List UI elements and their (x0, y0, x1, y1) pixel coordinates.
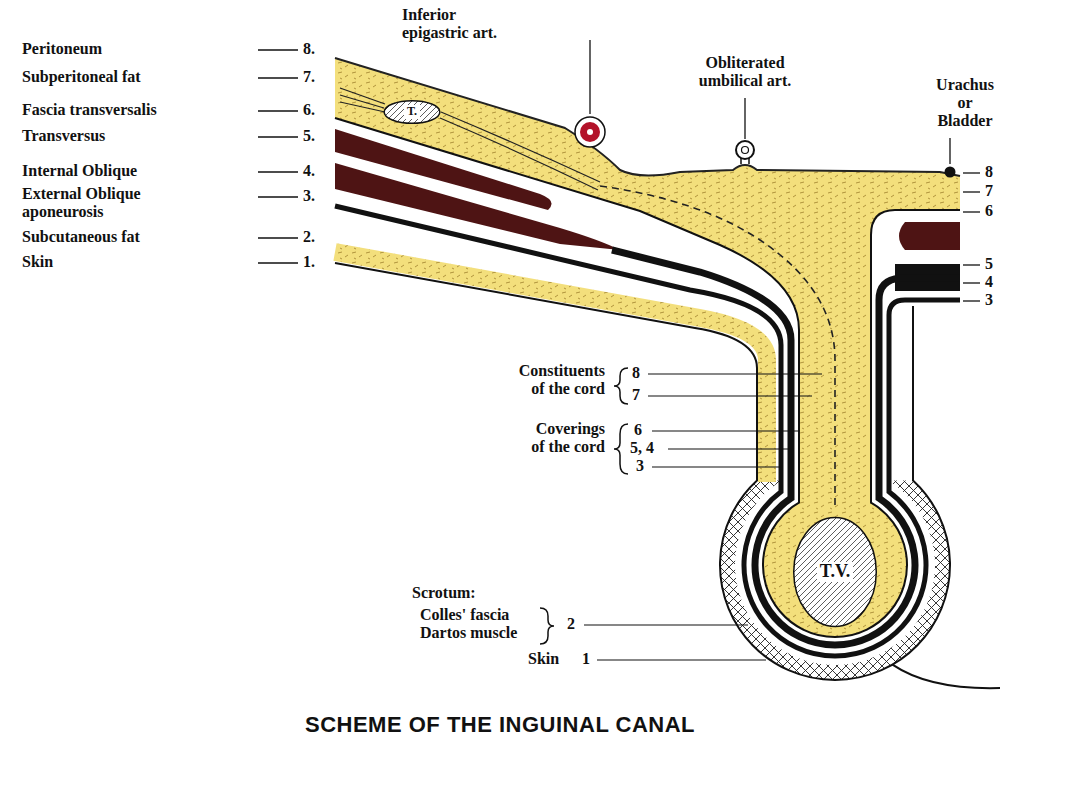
leader-line (744, 98, 745, 139)
leader-line (584, 374, 822, 660)
vessel-name: Inferior epigastric art. (402, 6, 507, 42)
callout-number: 6 (634, 421, 642, 439)
layer-name: Peritoneum (22, 40, 102, 58)
fascia-transversalis-line (335, 118, 960, 637)
callout-number: 6. (303, 101, 315, 119)
callout-number: 3 (636, 457, 644, 475)
group-label: Coverings of the cord (525, 420, 605, 456)
skin-line (893, 665, 1001, 689)
urachus (945, 167, 956, 178)
callout-number: 1. (303, 253, 315, 271)
layer-name: Subperitoneal fat (22, 68, 141, 86)
oval-shape (384, 101, 440, 124)
group-label: Scrotum: (412, 584, 476, 602)
oval-shape (794, 517, 877, 626)
group-label: Constituents of the cord (514, 362, 605, 398)
peritoneum-line (335, 58, 960, 176)
callout-number: 5. (303, 127, 315, 145)
callout-number: 1 (582, 650, 590, 668)
callout-number: 8 (632, 364, 640, 382)
callout-number: 8 (985, 163, 993, 181)
row-dashes (963, 173, 980, 301)
processus-vaginalis-line (600, 186, 835, 505)
epigastric-artery (580, 122, 600, 142)
callout-number: 5 (985, 255, 993, 273)
transversus-muscle (899, 222, 960, 250)
layer-name: Internal Oblique (22, 162, 137, 180)
brace (540, 608, 554, 644)
node-label: T.V. (817, 562, 853, 582)
callout-number: 7 (632, 386, 640, 404)
callout-number: 5, 4 (630, 439, 654, 457)
vessel-name: Obliterated umbilical art. (692, 54, 798, 90)
brace (614, 368, 628, 404)
epigastric-artery (587, 129, 593, 135)
layer-name: Transversus (22, 127, 105, 145)
callout-number: 3. (303, 187, 315, 205)
brace (614, 424, 628, 474)
layer-name: Dartos muscle (420, 624, 517, 642)
testicular-vessels (340, 88, 600, 190)
row-dashes (258, 50, 298, 263)
layer-name: Skin (528, 650, 559, 668)
subperitoneal-fat (335, 58, 960, 637)
leader-line (589, 40, 590, 114)
callout-number: 4 (985, 273, 993, 291)
layer-name: Fascia transversalis (22, 101, 157, 119)
layer-name: Colles' fascia (420, 606, 509, 624)
callout-number: 2 (567, 615, 575, 633)
callout-number: 3 (985, 291, 993, 309)
callout-number: 4. (303, 162, 315, 180)
umbilical-artery (736, 141, 754, 159)
tunica-vaginalis-oval: T.V. (792, 514, 878, 630)
structure-name: Urachus or Bladder (931, 76, 999, 130)
umbilical-artery (742, 147, 749, 154)
callout-number: 2. (303, 228, 315, 246)
layer-name: External Oblique aponeurosis (22, 185, 155, 221)
callout-number: 6 (985, 202, 993, 220)
subcutaneous-fat-band (335, 252, 767, 482)
callout-number: 8. (303, 40, 315, 58)
callout-number: 7. (303, 68, 315, 86)
leader-line (949, 138, 950, 164)
vessel-oval: T. (383, 100, 441, 124)
node-label: T. (404, 105, 420, 118)
figure-caption: SCHEME OF THE INGUINAL CANAL (305, 712, 695, 738)
layer-name: Subcutaneous fat (22, 228, 140, 246)
callout-number: 7 (985, 182, 993, 200)
epigastric-artery (575, 117, 605, 147)
layer-name: Skin (22, 253, 53, 271)
